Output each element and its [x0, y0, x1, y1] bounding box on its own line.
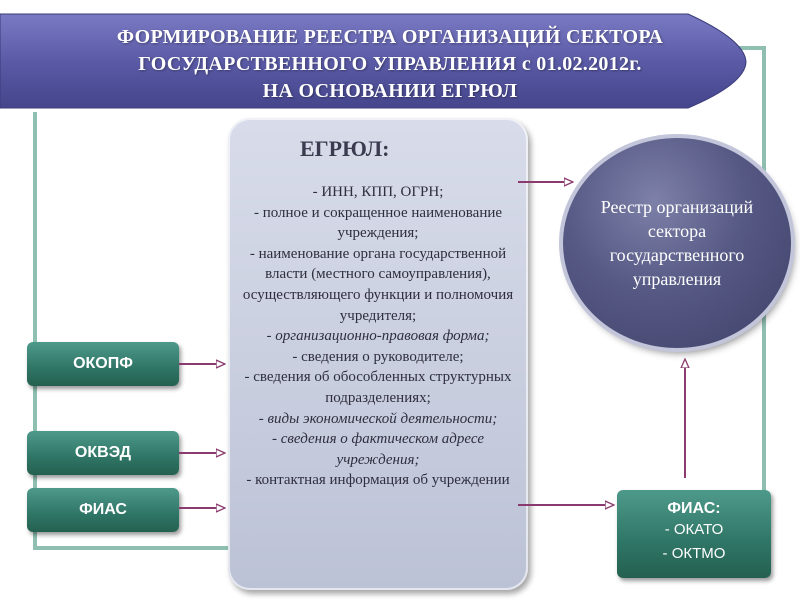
egrul-item: - наименование органа государственной вл…	[242, 245, 514, 324]
fias-left-label: ФИАС	[79, 501, 127, 518]
title-banner	[0, 13, 747, 109]
egrul-item: - контактная информация об учреждении	[246, 472, 510, 489]
banner-line-3: НА ОСНОВАНИИ ЕГРЮЛ	[262, 80, 518, 102]
registry-circle: Реестр организаций сектора государственн…	[563, 138, 791, 348]
egrul-item: - сведения об обособленных структурных п…	[244, 369, 512, 406]
okved-box: ОКВЭД	[27, 431, 179, 475]
banner-line-2: ГОСУДАРСТВЕННОГО УПРАВЛЕНИЯ с 01.02.2012…	[138, 53, 642, 75]
egrul-item: - сведения о руководителе;	[292, 348, 464, 365]
frame-line-bottom	[33, 546, 233, 550]
egrul-item: - сведения о фактическом адресе учрежден…	[272, 431, 484, 468]
egrul-item: - полное и сокращенное наименование учре…	[253, 204, 503, 242]
egrul-item: - организационно-правовая форма;	[266, 328, 490, 345]
fias-right-title: ФИАС:	[667, 500, 721, 517]
egrul-title: ЕГРЮЛ:	[300, 136, 390, 161]
banner-title: ФОРМИРОВАНИЕ РЕЕСТРА ОРГАНИЗАЦИЙ СЕКТОРА…	[80, 24, 700, 105]
egrul-item: - ИНН, КПП, ОГРН;	[312, 184, 444, 200]
egrul-items-list: - ИНН, КПП, ОГРН; - полное и сокращенное …	[236, 182, 520, 491]
fias-right-oktmo: - ОКТМО	[662, 545, 726, 562]
okved-label: ОКВЭД	[74, 444, 132, 461]
registry-label: Реестр организаций сектора государственн…	[600, 197, 754, 289]
okopf-box: ОКОПФ	[27, 342, 179, 386]
egrul-item: - виды экономической деятельности;	[258, 410, 498, 427]
banner-line-1: ФОРМИРОВАНИЕ РЕЕСТРА ОРГАНИЗАЦИЙ СЕКТОРА	[116, 26, 664, 48]
fias-right-box: ФИАС: - ОКАТО - ОКТМО	[617, 490, 771, 578]
fias-right-okato: - ОКАТО	[664, 521, 724, 538]
fias-left-box: ФИАС	[27, 488, 179, 532]
frame-line-left	[33, 112, 37, 550]
okopf-label: ОКОПФ	[73, 355, 133, 372]
egrul-panel	[228, 118, 528, 590]
